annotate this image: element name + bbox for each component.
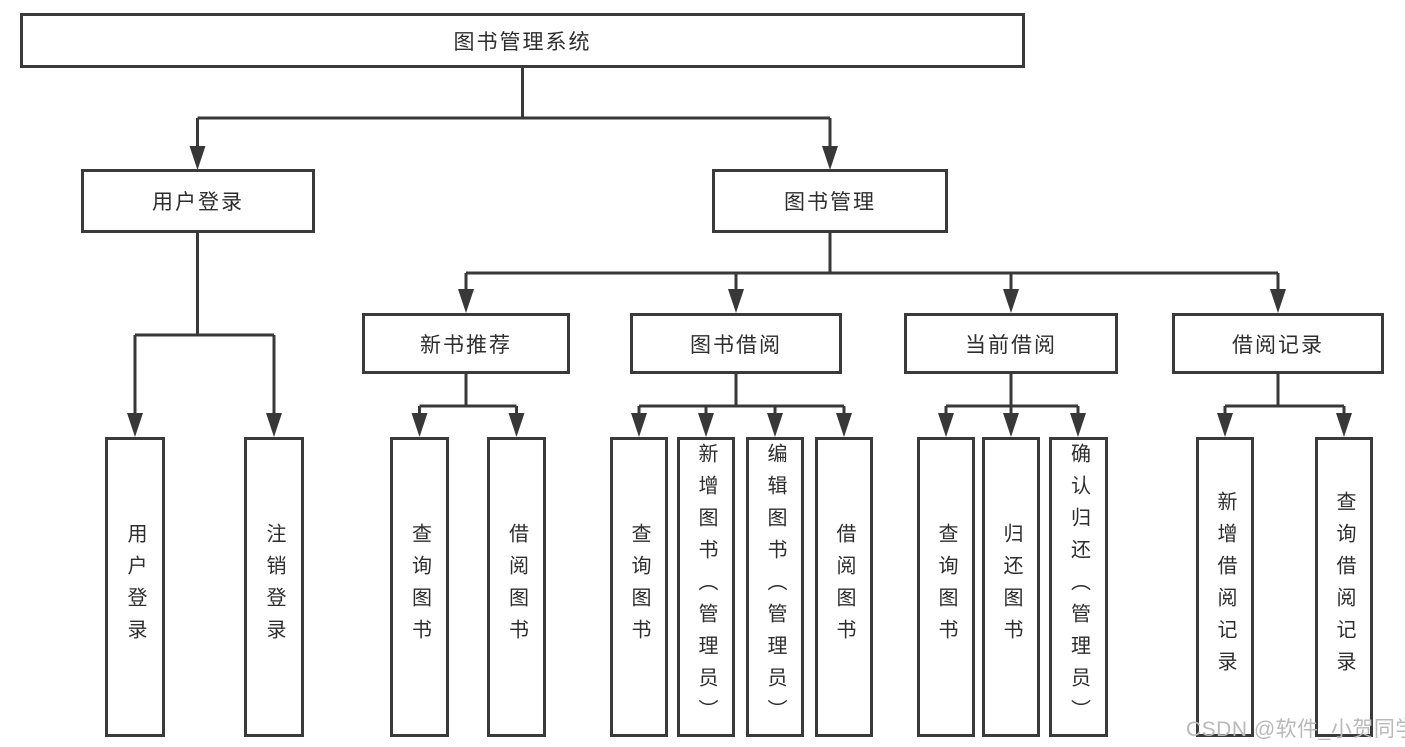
leaf-return-books: 归还图书 [982,437,1040,737]
node-borrowing-records: 借阅记录 [1172,313,1384,374]
leaf-logout: 注销登录 [244,437,304,737]
connector-borrow-record-to-leaves [1217,374,1352,437]
leaf-user-login: 用户登录 [105,437,165,737]
node-current-borrowing: 当前借阅 [904,313,1118,374]
connector-root-to-level2 [189,68,838,170]
leaf-edit-books-admin: 编辑图书（管理员） [746,437,804,737]
leaf-label: 编辑图书（管理员） [764,443,786,731]
leaf-label: 新增借阅记录 [1214,491,1236,683]
leaf-label: 归还图书 [1000,523,1022,651]
leaf-label: 查询图书 [935,523,957,651]
leaf-add-books-admin: 新增图书（管理员） [677,437,735,737]
connector-book-mgmt-to-level3 [458,233,1286,313]
leaf-label: 查询图书 [408,523,431,651]
connector-book-borrow-to-leaves [631,374,852,437]
leaf-query-books: 查询图书 [917,437,975,737]
connector-user-login-to-leaves [127,233,282,437]
leaf-query-borrow-record: 查询借阅记录 [1315,437,1373,737]
leaf-label: 查询借阅记录 [1333,491,1355,683]
connector-current-borrow-to-leaves [938,374,1086,437]
leaf-label: 查询图书 [628,523,650,651]
leaf-add-borrow-record: 新增借阅记录 [1196,437,1254,737]
csdn-watermark: CSDN @软件_小贺同学 [1186,718,1405,741]
node-library-management-system: 图书管理系统 [20,13,1025,68]
leaf-borrow-books: 借阅图书 [487,437,546,737]
connector-new-book-rec-to-leaves [411,374,525,437]
node-book-management: 图书管理 [712,169,948,233]
leaf-label: 借阅图书 [505,523,528,651]
leaf-label: 借阅图书 [833,523,855,651]
node-user-login: 用户登录 [81,169,315,233]
node-book-borrowing: 图书借阅 [630,313,842,374]
node-new-book-recommend: 新书推荐 [362,313,570,374]
leaf-query-books: 查询图书 [610,437,668,737]
leaf-confirm-return-admin: 确认归还（管理员） [1049,437,1108,737]
leaf-borrow-books: 借阅图书 [815,437,873,737]
leaf-query-books: 查询图书 [390,437,449,737]
leaf-label: 确认归还（管理员） [1067,443,1090,731]
leaf-label: 注销登录 [263,523,285,651]
leaf-label: 用户登录 [124,523,146,651]
leaf-label: 新增图书（管理员） [695,443,717,731]
